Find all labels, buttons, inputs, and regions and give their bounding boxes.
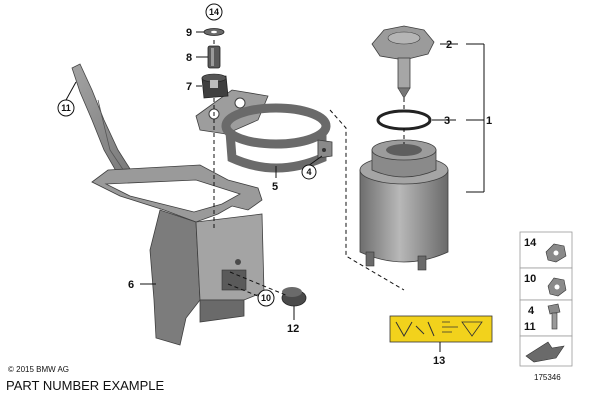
callout-12: 12	[287, 323, 299, 335]
legend-label-4: 4	[528, 305, 535, 317]
legend-label-11: 11	[524, 321, 536, 333]
callout-4: 4	[306, 167, 311, 177]
callout-7: 7	[186, 81, 192, 93]
warning-label-part-13	[389, 315, 493, 343]
callout-3: 3	[444, 115, 450, 127]
callouts: 1 2 3 5 6 7 8 9 12 13 14 4 11 10	[57, 3, 492, 367]
bolt-head-icon	[547, 303, 561, 315]
callout-10: 10	[261, 293, 271, 303]
callout-10-circle	[257, 289, 275, 307]
sleeve-part-8	[207, 45, 221, 69]
reservoir-cap-part-2	[371, 25, 435, 99]
callout-8: 8	[186, 52, 192, 64]
callout-14-circle	[205, 3, 223, 21]
callout-1: 1	[486, 115, 492, 127]
callout-11-circle	[57, 99, 75, 117]
arrow-icon	[525, 341, 565, 363]
legend-box-3	[519, 299, 573, 337]
assembly-guide-lines	[213, 40, 405, 301]
callout-13: 13	[433, 355, 445, 367]
oil-reservoir-part-1	[359, 139, 449, 271]
callout-2: 2	[446, 39, 452, 51]
fastener-legend: 14 10 4 11	[519, 231, 573, 367]
callout-5: 5	[272, 181, 278, 193]
callout-9: 9	[186, 27, 192, 39]
o-ring-part-3	[376, 109, 432, 131]
flange-nut-hole-icon	[554, 284, 560, 290]
plug-part-12	[281, 287, 307, 307]
callout-6: 6	[128, 279, 134, 291]
mounting-bracket-part-6	[91, 164, 265, 346]
callout-14: 14	[209, 7, 219, 17]
legend-label-10: 10	[524, 273, 536, 285]
callout-4-circle	[301, 164, 317, 180]
rubber-mount-part-7	[201, 73, 229, 99]
bolt-shank-icon	[551, 312, 558, 330]
washer-part-9	[203, 28, 225, 36]
caption-text: PART NUMBER EXAMPLE	[6, 378, 165, 393]
diagram-number: 175346	[534, 373, 561, 382]
nut-hole-icon	[553, 250, 559, 256]
clamp-band-part-5	[195, 89, 333, 173]
legend-label-14: 14	[524, 237, 537, 249]
callout-11: 11	[61, 103, 71, 113]
leader-lines	[65, 31, 485, 352]
copyright-text: © 2015 BMW AG	[8, 365, 69, 374]
